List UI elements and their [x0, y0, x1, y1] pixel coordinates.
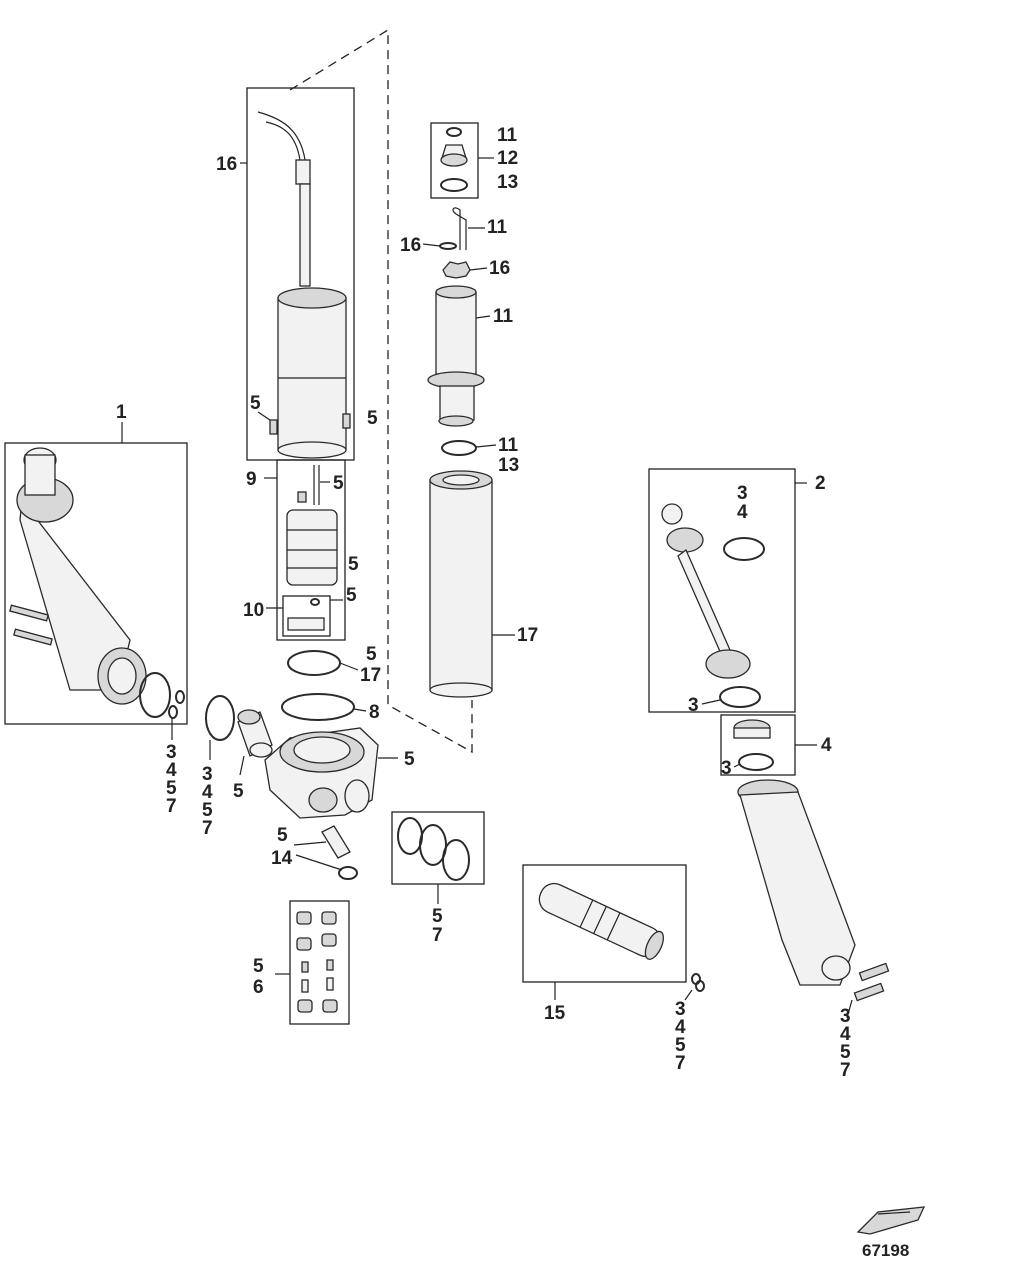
trim-arm-part: [737, 779, 856, 986]
svg-text:4: 4: [675, 1017, 686, 1038]
svg-text:5: 5: [675, 1035, 686, 1056]
pump-valve-box: [282, 595, 331, 637]
svg-text:4: 4: [737, 502, 748, 523]
svg-text:3: 3: [202, 764, 213, 785]
valve-part: [321, 825, 358, 880]
svg-text:11: 11: [493, 306, 514, 327]
svg-text:13: 13: [497, 172, 518, 193]
fill-cap-box: [430, 122, 479, 199]
svg-text:7: 7: [675, 1053, 686, 1074]
svg-text:5: 5: [166, 778, 177, 799]
svg-text:5: 5: [253, 956, 264, 977]
pump-group: 9 5 5 5 10: [243, 459, 359, 641]
svg-text:6: 6: [253, 977, 264, 998]
svg-text:5: 5: [366, 644, 377, 665]
cylinder-cap-group: 3 4: [720, 714, 832, 779]
motor-group: 16 5 5: [216, 87, 378, 461]
callout-9: 9: [246, 469, 257, 490]
accumulator-group: [522, 864, 687, 983]
trim-cylinder-group: 1 3 4 5 7: [4, 402, 188, 817]
callout-12: 12: [497, 148, 518, 169]
svg-text:7: 7: [432, 925, 443, 946]
svg-text:7: 7: [202, 818, 213, 839]
svg-text:3: 3: [688, 695, 699, 716]
svg-text:5: 5: [404, 749, 415, 770]
boat-icon: [856, 1206, 926, 1235]
svg-text:4: 4: [840, 1024, 851, 1045]
callout-stack-bushing: 3 4 5 7: [202, 764, 213, 839]
figure-number: 67198: [862, 1241, 909, 1260]
callout-2: 2: [815, 473, 826, 494]
piston-rod-group: 2 3 4 3: [648, 468, 826, 716]
manifold-base-part: [264, 727, 379, 819]
svg-text:5: 5: [348, 554, 359, 575]
callout-stack-15: 3 4 5 7: [675, 999, 686, 1074]
svg-text:17: 17: [360, 665, 381, 686]
arm-bolt-1: [858, 962, 890, 982]
svg-text:16: 16: [400, 235, 421, 256]
cotter-pin: [452, 207, 467, 250]
pump-box: [276, 459, 346, 641]
svg-text:11: 11: [487, 217, 508, 238]
svg-text:5: 5: [840, 1042, 851, 1063]
svg-text:17: 17: [517, 625, 538, 646]
callout-16-motor: 16: [216, 154, 237, 175]
reservoir-tube-part: [427, 285, 485, 427]
svg-text:5: 5: [233, 781, 244, 802]
svg-text:11: 11: [498, 435, 519, 456]
star-washer: [442, 261, 471, 279]
bushing-o-ring: [205, 695, 235, 741]
reservoir-o-ring: [441, 440, 477, 456]
svg-text:16: 16: [489, 258, 510, 279]
svg-text:13: 13: [498, 455, 519, 476]
callout-15: 15: [544, 1003, 566, 1024]
svg-text:5: 5: [250, 393, 261, 414]
bushing-part: [237, 709, 273, 758]
svg-text:3: 3: [166, 742, 177, 763]
small-o-ring: [439, 242, 457, 250]
motor-part: [257, 111, 347, 459]
svg-text:3: 3: [721, 758, 732, 779]
svg-text:5: 5: [277, 825, 288, 846]
reservoir-part: [429, 470, 493, 698]
fill-cap-kit: [430, 122, 479, 199]
svg-text:7: 7: [840, 1060, 851, 1081]
callout-4: 4: [821, 735, 832, 756]
callout-10: 10: [243, 600, 264, 621]
svg-text:5: 5: [202, 800, 213, 821]
accumulator-part: [538, 882, 664, 960]
trim-cylinder-part: [9, 447, 147, 705]
check-valve-kit: [289, 900, 350, 1025]
callout-1: 1: [116, 402, 127, 423]
svg-text:11: 11: [497, 125, 518, 146]
o-ring-kit-box: [391, 811, 485, 885]
check-valve-box: [289, 900, 350, 1025]
svg-text:3: 3: [675, 999, 686, 1020]
callout-stack-1: 3 4 5 7: [166, 742, 177, 817]
svg-text:5: 5: [346, 585, 357, 606]
callout-8: 8: [369, 702, 380, 723]
piston-rod-box: [648, 468, 796, 713]
callout-stack-arm: 3 4 5 7: [840, 1006, 851, 1081]
assembly-dashed-line: [289, 28, 473, 754]
svg-text:5: 5: [333, 473, 344, 494]
svg-text:5: 5: [367, 408, 378, 429]
svg-text:5: 5: [432, 906, 443, 927]
svg-text:3: 3: [840, 1006, 851, 1027]
arm-bolt-2: [853, 982, 885, 1002]
piston-rod-part: [661, 503, 751, 679]
callout-14: 14: [271, 848, 293, 869]
accumulator-box: [522, 864, 687, 983]
svg-text:4: 4: [166, 760, 177, 781]
o-ring-17: [287, 650, 341, 676]
svg-text:4: 4: [202, 782, 213, 803]
svg-text:3: 3: [737, 483, 748, 504]
svg-text:7: 7: [166, 796, 177, 817]
o-ring-8: [281, 693, 355, 721]
trim-cylinder-box: [4, 442, 188, 725]
pump-part: [286, 491, 338, 586]
o-ring-kit: [391, 811, 485, 885]
